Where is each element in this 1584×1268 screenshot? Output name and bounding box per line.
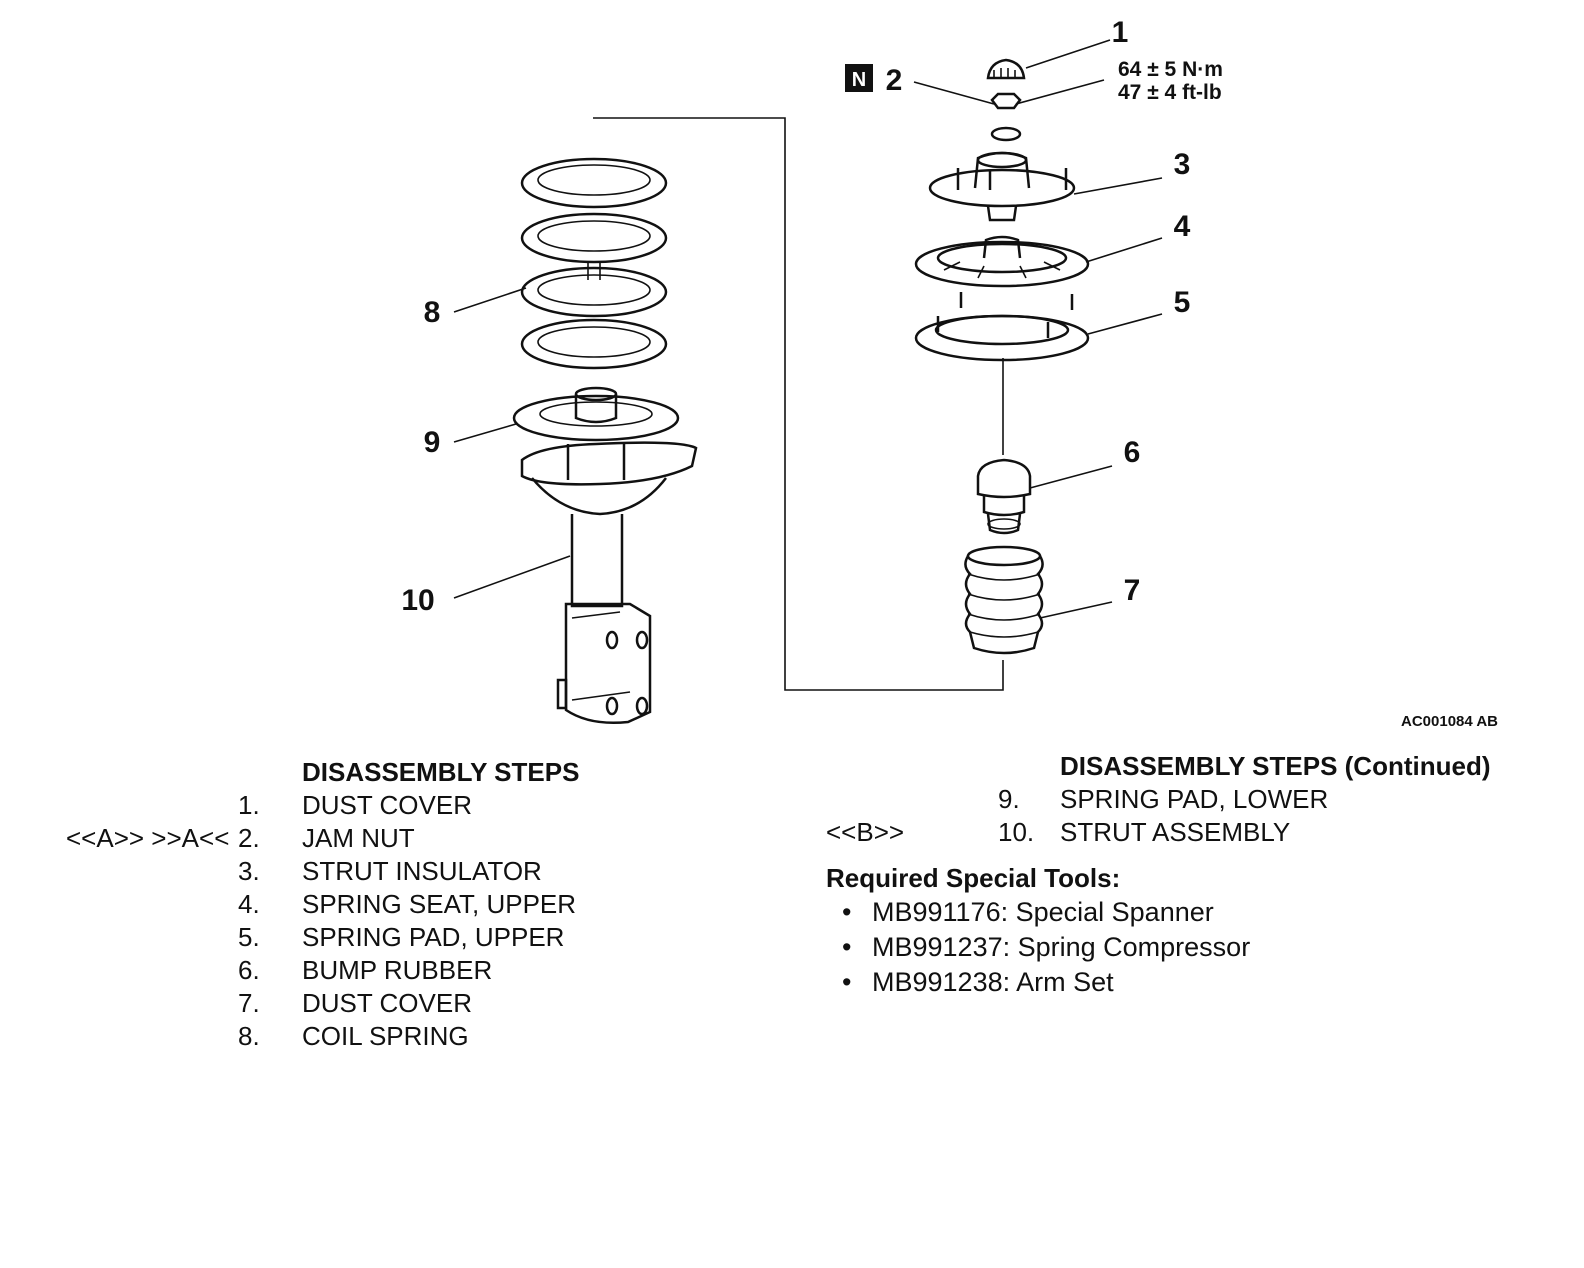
step-row: 9. SPRING PAD, LOWER	[826, 783, 1526, 816]
step-row: 1. DUST COVER	[60, 789, 620, 822]
step-name: STRUT INSULATOR	[302, 856, 542, 886]
step-row: 4. SPRING SEAT, UPPER	[60, 888, 620, 921]
callout-7: 7	[1124, 574, 1141, 607]
steps-heading: DISASSEMBLY STEPS	[302, 757, 580, 787]
step-row: 8. COIL SPRING	[60, 1020, 620, 1053]
step-number: 6.	[238, 955, 260, 985]
tool-item: MB991238: Arm Set	[826, 965, 1526, 1000]
step-number: 2.	[238, 823, 260, 853]
step-mark: <<B>>	[826, 817, 905, 847]
step-number: 5.	[238, 922, 260, 952]
step-name: SPRING SEAT, UPPER	[302, 889, 577, 919]
step-name: BUMP RUBBER	[302, 955, 493, 985]
step-name: SPRING PAD, LOWER	[1060, 784, 1329, 814]
callout-4: 4	[1174, 210, 1191, 243]
part-4-spring-seat-upper	[914, 235, 1090, 288]
tool-item: MB991176: Special Spanner	[826, 895, 1526, 930]
required-special-tools: Required Special Tools: MB991176: Specia…	[826, 862, 1526, 1000]
step-name: SPRING PAD, UPPER	[302, 922, 565, 952]
step-number: 1.	[238, 790, 260, 820]
step-name: STRUT ASSEMBLY	[1060, 817, 1291, 847]
callout-2: 2	[886, 64, 903, 97]
disassembly-steps-right: DISASSEMBLY STEPS (Continued) 9. SPRING …	[826, 750, 1526, 849]
leader-lines	[453, 39, 1163, 619]
part-1-dust-cover	[986, 58, 1026, 80]
step-number: 10.	[998, 817, 1035, 847]
callout-6: 6	[1124, 436, 1141, 469]
part-3-strut-insulator	[928, 151, 1076, 222]
part-10-strut-assembly	[520, 441, 698, 725]
strut-exploded-diagram: N 1 2 3 4 5 6 7 8 9 10 64 ± 5 N·m 47 ± 4…	[401, 16, 1498, 730]
figure-id: AC001084 AB	[1401, 713, 1498, 730]
step-row: <<A>> >>A<< 2. JAM NUT	[60, 822, 620, 855]
step-name: DUST COVER	[302, 988, 472, 1018]
callout-9: 9	[424, 426, 441, 459]
part-6-bump-rubber	[976, 458, 1032, 535]
step-number: 3.	[238, 856, 260, 886]
disassembly-steps-left: DISASSEMBLY STEPS 1. DUST COVER <<A>> >>…	[60, 756, 620, 1053]
step-row: 6. BUMP RUBBER	[60, 954, 620, 987]
callout-8: 8	[424, 296, 441, 329]
part-5-spring-pad-upper	[914, 292, 1090, 362]
step-mark: <<A>> >>A<<	[66, 823, 230, 853]
part-2-jam-nut	[990, 92, 1022, 142]
steps-heading-continued: DISASSEMBLY STEPS (Continued)	[1060, 751, 1491, 781]
tools-list: MB991176: Special Spanner MB991237: Spri…	[826, 895, 1526, 1000]
callout-5: 5	[1174, 286, 1191, 319]
part-7-dust-cover-bellows	[964, 545, 1044, 655]
torque-ftlb: 47 ± 4 ft-lb	[1118, 81, 1222, 104]
tool-item: MB991237: Spring Compressor	[826, 930, 1526, 965]
callout-1: 1	[1112, 16, 1129, 49]
torque-nm: 64 ± 5 N·m	[1118, 58, 1223, 81]
part-8-coil-spring	[520, 157, 668, 370]
tools-heading: Required Special Tools:	[826, 863, 1121, 893]
step-row: 3. STRUT INSULATOR	[60, 855, 620, 888]
step-name: JAM NUT	[302, 823, 415, 853]
step-row: 7. DUST COVER	[60, 987, 620, 1020]
assembly-bracket-line	[593, 117, 1004, 691]
step-row: 5. SPRING PAD, UPPER	[60, 921, 620, 954]
step-number: 7.	[238, 988, 260, 1018]
n-badge	[845, 64, 873, 92]
step-name: DUST COVER	[302, 790, 472, 820]
n-badge-letter: N	[852, 69, 866, 91]
part-9-spring-pad-lower	[512, 386, 680, 442]
step-number: 8.	[238, 1021, 260, 1051]
step-row: <<B>> 10. STRUT ASSEMBLY	[826, 816, 1526, 849]
callout-3: 3	[1174, 148, 1191, 181]
step-name: COIL SPRING	[302, 1021, 469, 1051]
step-number: 4.	[238, 889, 260, 919]
step-number: 9.	[998, 784, 1020, 814]
callout-10: 10	[401, 584, 434, 617]
